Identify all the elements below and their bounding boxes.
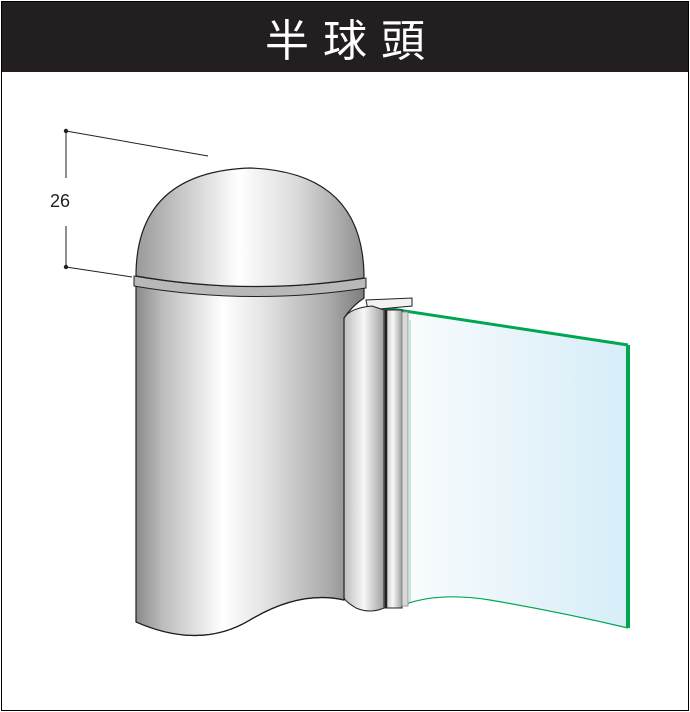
glass-panel	[371, 304, 630, 629]
dimension-dot-bottom	[63, 264, 69, 270]
hemisphere-dome	[135, 167, 365, 288]
dimension-extension-top	[65, 130, 209, 157]
dimension-dot-top	[63, 128, 69, 134]
title-bar: 半球頭	[2, 2, 688, 72]
glass-edge-top	[371, 304, 629, 347]
glass-clamp	[343, 297, 413, 612]
glass-edge-bottom	[405, 596, 629, 629]
page-title: 半球頭	[265, 16, 439, 67]
dimension-label: 26	[50, 191, 70, 211]
post-cylinder	[135, 281, 365, 637]
dimension-extension-bottom	[65, 266, 133, 278]
dimension-marker: 26	[50, 128, 209, 278]
